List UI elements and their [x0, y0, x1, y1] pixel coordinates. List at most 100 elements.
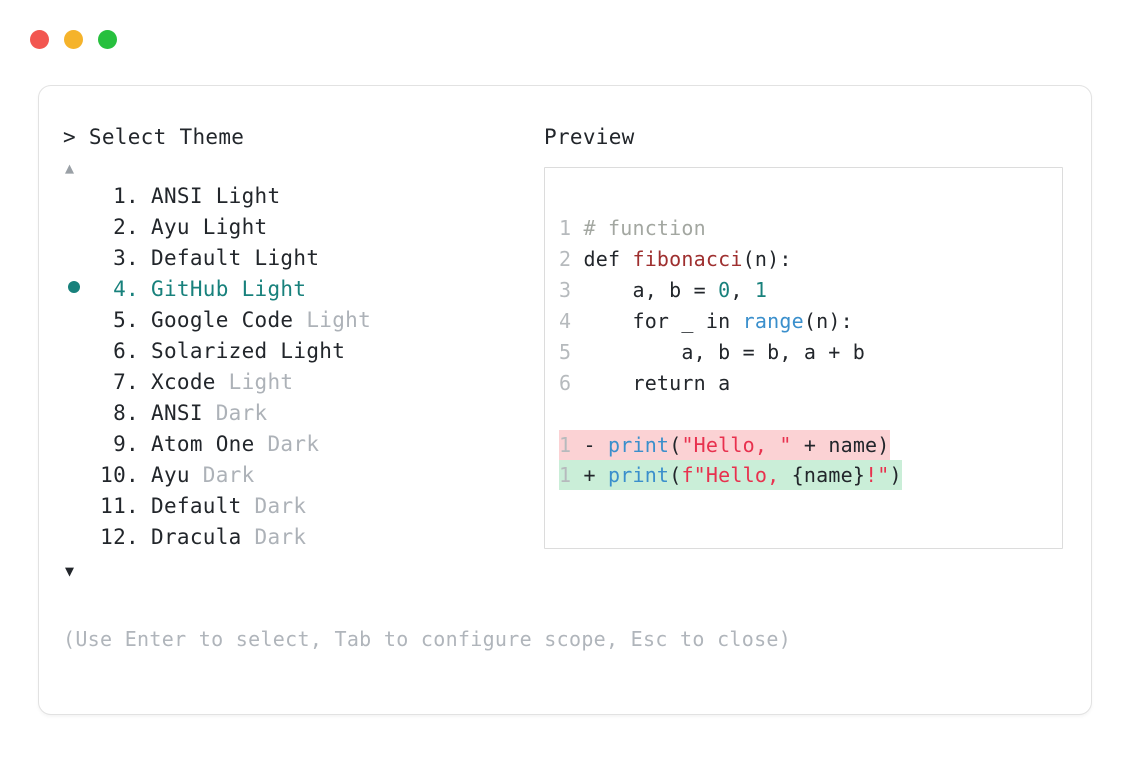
code-token: ,: [730, 278, 755, 302]
maximize-button[interactable]: [98, 30, 117, 49]
theme-index: 1.: [113, 184, 139, 208]
selected-bullet-icon: [68, 281, 80, 293]
theme-name: Ayu: [151, 463, 190, 487]
theme-list-item[interactable]: 5.Google Code Light: [63, 305, 533, 336]
code-token: (n):: [742, 247, 792, 271]
line-number: 2: [559, 247, 584, 271]
theme-name: ANSI: [151, 401, 203, 425]
code-line: 1 # function: [559, 213, 902, 244]
code-token: (: [669, 463, 682, 487]
code-token: ): [889, 463, 902, 487]
theme-variant: Light: [293, 308, 372, 332]
code-token: f"Hello,: [681, 463, 792, 487]
line-number: 4: [559, 309, 584, 333]
code-token: print: [607, 433, 670, 457]
theme-index: 2.: [113, 215, 139, 239]
diff-marker: +: [583, 463, 608, 487]
theme-index: 8.: [113, 401, 139, 425]
theme-variant: Dark: [241, 494, 307, 518]
theme-index: 6.: [113, 339, 139, 363]
theme-name: Dracula: [151, 525, 242, 549]
theme-name: GitHub Light: [151, 277, 307, 301]
code-token: fibonacci: [632, 247, 743, 271]
theme-variant: Light: [215, 370, 294, 394]
code-line: 4 for _ in range(n):: [559, 306, 902, 337]
theme-list-item[interactable]: 9. Atom One Dark: [63, 429, 533, 460]
code-token: !": [865, 463, 890, 487]
theme-list-item[interactable]: 11. Default Dark: [63, 491, 533, 522]
theme-name: Atom One: [151, 432, 255, 456]
code-spacer: [559, 399, 902, 430]
page-title: Select Theme: [88, 125, 245, 149]
code-token: for _ in: [583, 309, 743, 333]
minimize-button[interactable]: [64, 30, 83, 49]
theme-list-item[interactable]: 6. Solarized Light: [63, 336, 533, 367]
code-token: a, b = b, a + b: [583, 340, 866, 364]
theme-index: 3.: [113, 246, 139, 270]
diff-marker: -: [583, 433, 608, 457]
theme-name: Xcode: [151, 370, 216, 394]
theme-name: Default Light: [151, 246, 320, 270]
code-token: range: [742, 309, 804, 333]
selection-bullet-slot: [63, 274, 93, 305]
code-line: 6 return a: [559, 368, 902, 399]
code-token: # function: [583, 216, 706, 240]
line-number: 1: [559, 433, 584, 457]
diff-line-add: 1 + print(f"Hello, {name}!"): [559, 460, 902, 490]
scroll-down-icon[interactable]: ▼: [65, 562, 75, 580]
theme-index: 5.: [113, 308, 139, 332]
theme-name: ANSI Light: [151, 184, 281, 208]
line-number: 1: [559, 463, 584, 487]
code-token: def: [583, 247, 633, 271]
code-token: {name}: [791, 463, 866, 487]
code-line: 5 a, b = b, a + b: [559, 337, 902, 368]
keyboard-hint: (Use Enter to select, Tab to configure s…: [63, 627, 792, 651]
theme-index: 9.: [113, 432, 139, 456]
code-token: "Hello, ": [681, 433, 792, 457]
theme-list-item[interactable]: 10. Ayu Dark: [63, 460, 533, 491]
theme-index: 12.: [100, 525, 139, 549]
prompt-header: > Select Theme: [63, 124, 533, 150]
line-number: 5: [559, 340, 584, 364]
theme-list-item[interactable]: 1. ANSI Light: [63, 181, 533, 212]
theme-picker-card: > Select Theme ▲ 1. ANSI Light 2. Ayu Light…: [38, 85, 1092, 715]
close-button[interactable]: [30, 30, 49, 49]
theme-index: 11.: [100, 494, 139, 518]
theme-list-item[interactable]: 12. Dracula Dark: [63, 522, 533, 553]
theme-name: Ayu Light: [151, 215, 268, 239]
theme-list-item[interactable]: 4. GitHub Light: [63, 274, 533, 305]
theme-list-item[interactable]: 8. ANSI Dark: [63, 398, 533, 429]
theme-list-item[interactable]: 3. Default Light: [63, 243, 533, 274]
theme-variant: Dark: [189, 463, 255, 487]
theme-index: 7.: [113, 370, 139, 394]
line-number: 3: [559, 278, 584, 302]
prompt-caret-icon: >: [63, 125, 76, 149]
theme-list-item[interactable]: 2. Ayu Light: [63, 212, 533, 243]
diff-line-del: 1 - print("Hello, " + name): [559, 430, 890, 460]
code-token: return a: [583, 371, 731, 395]
theme-name: Default: [151, 494, 242, 518]
code-line: 2 def fibonacci(n):: [559, 244, 902, 275]
code-token: a, b =: [583, 278, 719, 302]
code-token: (n):: [803, 309, 853, 333]
theme-list[interactable]: 1. ANSI Light 2. Ayu Light 3. Default Light 4.…: [63, 181, 533, 553]
scroll-up-icon[interactable]: ▲: [65, 159, 75, 177]
theme-variant: Dark: [241, 525, 307, 549]
theme-selector-pane: > Select Theme ▲ 1. ANSI Light 2. Ayu Light…: [63, 124, 533, 581]
code-token: + name): [791, 433, 890, 457]
line-number: 1: [559, 216, 584, 240]
theme-index: 10.: [100, 463, 139, 487]
theme-list-item[interactable]: 7. Xcode Light: [63, 367, 533, 398]
theme-index: 4.: [113, 277, 139, 301]
theme-name: Solarized Light: [151, 339, 346, 363]
code-token: 1: [754, 278, 768, 302]
code-token: print: [607, 463, 670, 487]
preview-label: Preview: [544, 125, 635, 149]
line-number: 6: [559, 371, 584, 395]
code-token: 0: [718, 278, 731, 302]
theme-variant: Dark: [202, 401, 268, 425]
theme-variant: Dark: [254, 432, 320, 456]
